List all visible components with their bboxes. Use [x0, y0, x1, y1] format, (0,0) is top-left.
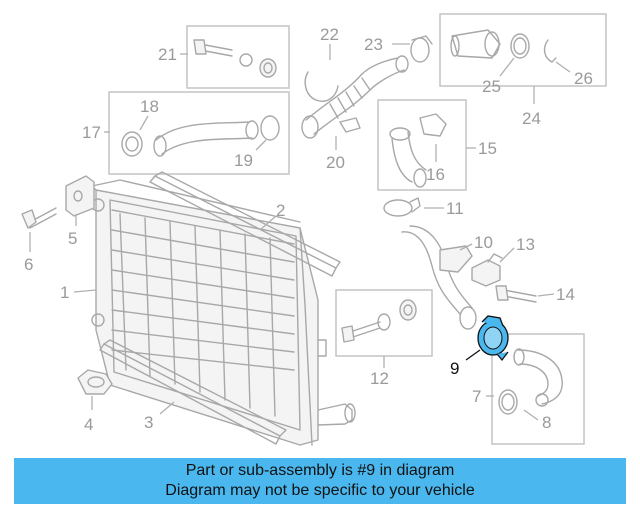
hose-part-15 — [389, 113, 447, 188]
group-box-24 — [439, 13, 607, 87]
group-box-12 — [335, 289, 433, 357]
leader-13 — [499, 247, 515, 263]
leader-18 — [139, 115, 149, 131]
leader-10 — [459, 243, 473, 251]
parts-diagram: 1 2 3 4 5 6 7 8 9 10 11 12 13 14 15 16 1… — [21, 13, 607, 446]
callout-14: 14 — [556, 285, 575, 304]
leader-26 — [555, 61, 571, 73]
bolt-part-12 — [341, 299, 417, 343]
leader-25 — [499, 57, 515, 77]
lower-seal-strip-part — [99, 339, 287, 445]
callout-21: 21 — [158, 45, 177, 64]
leader-2 — [259, 215, 277, 231]
callout-23: 23 — [364, 35, 383, 54]
callout-24: 24 — [522, 109, 541, 128]
callout-10: 10 — [474, 233, 493, 252]
hose-clamp-part-23 — [410, 35, 433, 63]
leader-1 — [73, 289, 97, 293]
leader-8 — [523, 409, 539, 421]
callout-2: 2 — [276, 201, 285, 220]
hose-clamp-part-11 — [383, 197, 421, 217]
group-box-17 — [108, 91, 290, 175]
leader-14 — [537, 293, 555, 297]
callout-3: 3 — [144, 413, 153, 432]
bolt-part-14 — [495, 285, 537, 303]
wire-clip-part-22 — [304, 71, 339, 102]
upper-seal-strip-part — [149, 171, 341, 277]
leader-19 — [255, 139, 267, 151]
callout-6: 6 — [24, 255, 33, 274]
callout-19: 19 — [234, 151, 253, 170]
radiator-part — [91, 179, 356, 446]
callout-9: 9 — [450, 359, 459, 378]
leader-3 — [159, 401, 175, 415]
callout-11: 11 — [446, 199, 464, 218]
group-box-21 — [186, 25, 290, 89]
leader-9 — [465, 349, 481, 361]
charge-pipe-part-10 — [401, 225, 477, 330]
callout-17: 17 — [82, 123, 101, 142]
callout-13: 13 — [516, 235, 535, 254]
callout-18: 18 — [140, 97, 159, 116]
callout-12: 12 — [370, 369, 389, 388]
callout-16: 16 — [426, 165, 445, 184]
info-banner: Part or sub-assembly is #9 in diagram Di… — [14, 458, 626, 504]
callout-22: 22 — [320, 25, 339, 44]
bracket-part — [65, 175, 95, 217]
callout-4: 4 — [84, 415, 93, 434]
callout-15: 15 — [478, 139, 497, 158]
bolt-part-21 — [193, 39, 277, 78]
hose-part-17 — [121, 115, 280, 157]
hose-part-7 — [498, 348, 563, 415]
bolt-part-6 — [21, 207, 57, 229]
callout-20: 20 — [326, 153, 345, 172]
group-box-15 — [377, 99, 467, 191]
callout-26: 26 — [574, 69, 593, 88]
sensor-part-13 — [471, 253, 503, 287]
callout-1: 1 — [60, 283, 69, 302]
banner-line-disclaimer: Diagram may not be specific to your vehi… — [165, 482, 475, 499]
callout-25: 25 — [482, 77, 501, 96]
rubber-mount-part — [77, 369, 113, 395]
hose-clamp-part-9 — [477, 315, 509, 362]
hose-part-24 — [450, 29, 557, 63]
intake-hose-part-20 — [301, 55, 409, 139]
group-box-7 — [491, 333, 585, 445]
banner-line-part: Part or sub-assembly is #9 in diagram — [185, 462, 455, 479]
callout-5: 5 — [68, 229, 77, 248]
callout-8: 8 — [542, 413, 551, 432]
callout-7: 7 — [472, 387, 481, 406]
